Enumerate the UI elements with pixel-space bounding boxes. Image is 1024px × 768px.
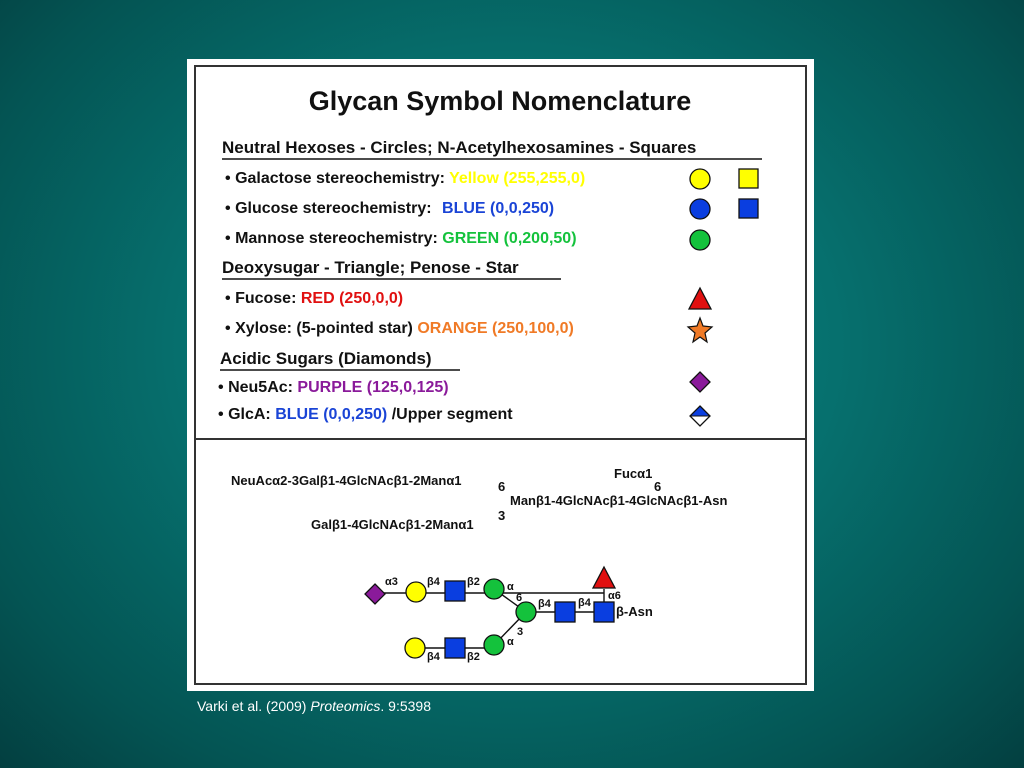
glycan-man2-circle-icon — [483, 634, 505, 656]
glycan-core-man-circle-icon — [515, 601, 537, 623]
glycan-man-circle-icon — [483, 578, 505, 600]
citation-authors: Varki et al. (2009) — [197, 698, 311, 714]
page-title: Glycan Symbol Nomenclature — [309, 86, 692, 116]
link-b4-mid: β4 — [538, 598, 552, 610]
glycan-core-glcnac1-square-icon — [554, 601, 576, 623]
heading-acidic: Acidic Sugars (Diamonds) — [220, 349, 432, 368]
glucose-label: Glucose stereochemistry: — [235, 200, 432, 217]
link-b4-top: β4 — [427, 576, 441, 588]
row-fucose: • Fucose: RED (250,0,0) — [225, 290, 403, 307]
row-glucose: • Glucose stereochemistry: BLUE (0,0,250… — [225, 200, 554, 217]
glucose-circle-icon — [689, 198, 711, 220]
link-b4-bot: β4 — [427, 651, 441, 663]
glycan-glcnac2-square-icon — [444, 637, 466, 659]
neu5ac-diamond-icon — [689, 371, 711, 393]
nomenclature-diagram: Glycan Symbol Nomenclature Neutral Hexos… — [196, 86, 807, 663]
nomenclature-panel: Glycan Symbol Nomenclature Neutral Hexos… — [187, 59, 814, 691]
heading-deoxysugars: Deoxysugar - Triangle; Penose - Star — [222, 258, 519, 277]
row-glca: • GlcA: BLUE (0,0,250) /Upper segment — [218, 406, 513, 423]
neu5ac-color-text: PURPLE (125,0,125) — [297, 379, 448, 396]
citation-journal: Proteomics — [310, 698, 381, 714]
mannose-label: Mannose stereochemistry: — [235, 230, 438, 247]
link-a6: α6 — [608, 590, 621, 602]
row-neu5ac: • Neu5Ac: PURPLE (125,0,125) — [218, 379, 449, 396]
glca-suffix: /Upper segment — [392, 406, 514, 423]
glycan-fucose-triangle-icon — [591, 565, 617, 589]
glycan-glcnac-square-icon — [444, 580, 466, 602]
glucose-color-text: BLUE (0,0,250) — [442, 200, 554, 217]
link-b4-core: β4 — [578, 597, 592, 609]
glucose-square-icon — [738, 198, 759, 219]
citation: Varki et al. (2009) Proteomics. 9:5398 — [197, 698, 431, 714]
glycan-neu5ac-diamond-icon — [364, 583, 386, 605]
formula-line1: NeuAcα2-3Galβ1-4GlcNAcβ1-2Manα1 — [231, 473, 462, 488]
glycan-gal2-circle-icon — [404, 637, 426, 659]
xylose-star-icon — [686, 316, 714, 344]
glycan-gal-circle-icon — [405, 581, 427, 603]
xylose-label: Xylose: (5-pointed star) — [235, 320, 413, 337]
fucose-triangle-icon — [687, 286, 713, 310]
link-a3: α3 — [385, 576, 398, 588]
glca-color-text: BLUE (0,0,250) — [275, 406, 387, 423]
galactose-square-icon — [738, 168, 759, 189]
neu5ac-label: Neu5Ac: — [228, 379, 293, 396]
row-mannose: • Mannose stereochemistry: GREEN (0,200,… — [225, 230, 577, 247]
formula-line2: Manβ1-4GlcNAcβ1-4GlcNAcβ1-Asn — [510, 493, 727, 508]
mannose-circle-icon — [689, 229, 711, 251]
glycan-structure: α3 β4 β2 α 6 β4 β4 α6 α 3 β4 β2 β-Asn — [364, 565, 653, 663]
link-a-top: α — [507, 581, 514, 593]
fucose-color-text: RED (250,0,0) — [301, 290, 403, 307]
glycan-core-glcnac2-square-icon — [593, 601, 615, 623]
formula-fuc-num: 6 — [654, 479, 661, 494]
galactose-circle-icon — [689, 168, 711, 190]
glca-half-diamond-icon — [689, 405, 711, 427]
link-asn: β-Asn — [616, 604, 653, 619]
citation-ref: . 9:5398 — [380, 698, 431, 714]
bullet: • — [225, 170, 231, 187]
mannose-color-text: GREEN (0,200,50) — [442, 230, 576, 247]
link-three: 3 — [517, 626, 523, 638]
xylose-color-text: ORANGE (250,100,0) — [417, 320, 574, 337]
glycan-formula: NeuAcα2-3Galβ1-4GlcNAcβ1-2Manα1 6 Manβ1-… — [231, 466, 727, 532]
link-a-bot: α — [507, 636, 514, 648]
link-six: 6 — [516, 592, 522, 604]
panel-frame — [194, 65, 807, 685]
row-xylose: • Xylose: (5-pointed star) ORANGE (250,1… — [225, 320, 574, 337]
formula-fuc: Fucα1 — [614, 466, 652, 481]
formula-line1-num: 6 — [498, 479, 505, 494]
formula-line3: Galβ1-4GlcNAcβ1-2Manα1 — [311, 517, 474, 532]
glca-label: GlcA: — [228, 406, 271, 423]
galactose-label: Galactose stereochemistry: — [235, 170, 445, 187]
galactose-color-text: Yellow (255,255,0) — [449, 170, 585, 187]
link-b2-top: β2 — [467, 576, 480, 588]
row-galactose: • Galactose stereochemistry: Yellow (255… — [225, 170, 585, 187]
link-b2-bot: β2 — [467, 651, 480, 663]
heading-hexoses: Neutral Hexoses - Circles; N-Acetylhexos… — [222, 138, 696, 157]
formula-line3-num: 3 — [498, 508, 505, 523]
fucose-label: Fucose: — [235, 290, 296, 307]
